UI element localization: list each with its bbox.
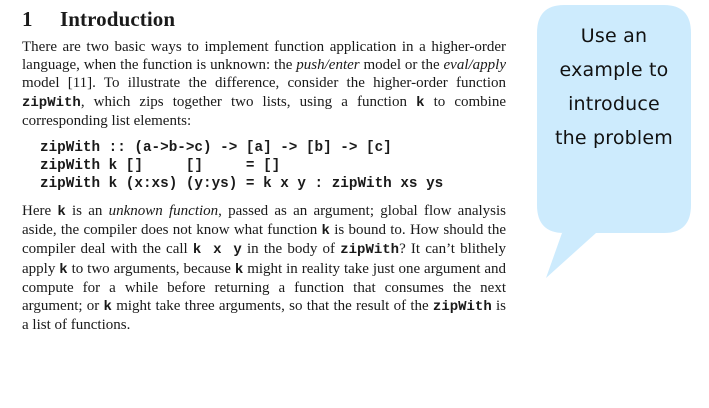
text-run: to two arguments, because — [67, 260, 235, 277]
section-number: 1 — [22, 7, 33, 31]
inline-code: k — [234, 261, 244, 278]
inline-code: k — [103, 299, 112, 316]
callout-line: Use an — [580, 25, 648, 47]
text-run: There are two basic ways to implement fu… — [22, 39, 506, 74]
inline-code: k — [59, 261, 68, 278]
inline-code: zipWith — [340, 242, 400, 259]
inline-code: zipWith — [432, 299, 492, 316]
speech-bubble-icon — [537, 5, 691, 278]
code-block: zipWith :: (a->b->c) -> [a] -> [b] -> [c… — [40, 139, 506, 193]
text-run: is an — [65, 203, 109, 220]
text-run: , passed as an argument; global flow ana… — [22, 203, 506, 239]
text-run: is a list of functions. — [22, 298, 506, 334]
text-run: is bound to. How should the compiler dea… — [22, 222, 506, 258]
inline-code: k — [416, 94, 425, 111]
code-line: zipWith k [] [] = [] — [40, 158, 281, 175]
text-run: model [11]. To illustrate the difference… — [22, 75, 506, 92]
section-heading: 1 Introduction — [22, 6, 506, 32]
callout-line: example to — [559, 59, 669, 81]
intro-paragraph-2: Here k is an unknown function, passed as… — [22, 202, 506, 334]
callout-line: introduce — [568, 93, 660, 115]
text-run: in the body of — [241, 241, 341, 258]
emphasis-eval-apply: eval/apply — [443, 57, 506, 74]
code-line: zipWith :: (a->b->c) -> [a] -> [b] -> [c… — [40, 140, 392, 157]
inline-code: k x y — [192, 242, 242, 259]
text-run: , which zips together two lists, using a… — [80, 93, 417, 110]
speech-bubble-callout: Use an example to introduce the problem — [536, 5, 692, 280]
text-run: might in reality take just one argument … — [22, 260, 506, 315]
text-run: might take three arguments, so that the … — [111, 298, 433, 315]
callout-text: Use an example to introduce the problem — [536, 19, 692, 155]
callout-line: the problem — [554, 127, 674, 149]
emphasis-push-enter: push/enter — [296, 57, 360, 74]
code-line: zipWith k (x:xs) (y:ys) = k x y : zipWit… — [40, 176, 444, 193]
section-title: Introduction — [60, 7, 176, 31]
text-run: model or the — [359, 57, 444, 74]
inline-code: k — [321, 223, 330, 240]
inline-code: zipWith — [22, 94, 81, 111]
text-run: to combine corresponding list elements: — [22, 93, 506, 129]
inline-code: k — [57, 204, 66, 221]
text-run: ? It can’t blithely apply — [22, 241, 506, 277]
paper-page: 1 Introduction There are two basic ways t… — [22, 4, 506, 334]
emphasis-unknown-function: unknown function — [108, 203, 219, 220]
text-run: Here — [22, 203, 58, 220]
intro-paragraph-1: There are two basic ways to implement fu… — [22, 38, 506, 130]
